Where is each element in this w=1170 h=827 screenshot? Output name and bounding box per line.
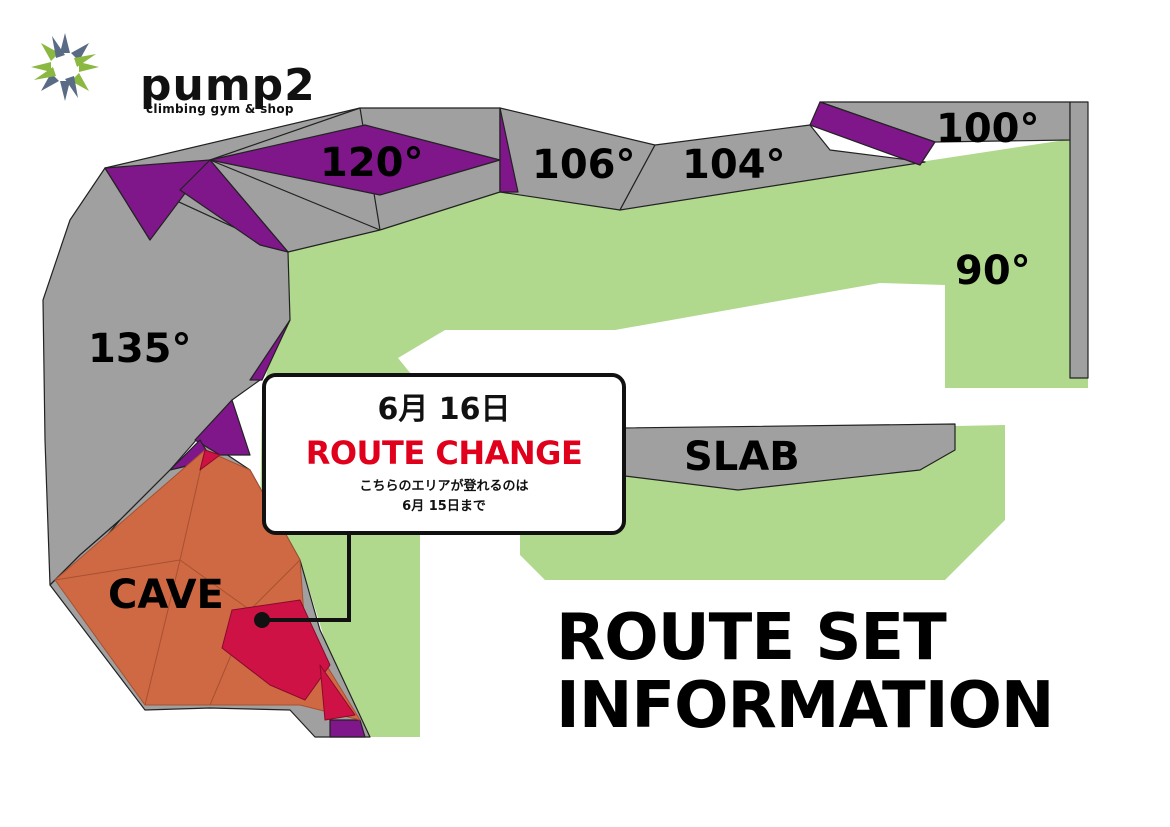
- brand-logo: pump2 climbing gym & shop: [28, 30, 368, 116]
- wall-labels: 120° 106° 104° 100° 90° 135° SLAB CAVE: [88, 106, 1040, 618]
- label-slab: SLAB: [684, 434, 800, 480]
- heading-line-1: ROUTE SET: [556, 601, 947, 675]
- heading-line-2: INFORMATION: [556, 669, 1054, 743]
- notice-body: こちらのエリアが登れるのは 6月 15日まで: [266, 477, 622, 517]
- brand-name: pump2: [140, 60, 316, 111]
- label-104: 104°: [682, 142, 786, 188]
- wall-104: [619, 124, 926, 211]
- starburst-icon: [31, 33, 99, 101]
- brand-tagline: climbing gym & shop: [146, 102, 294, 116]
- notice-title: ROUTE CHANGE: [305, 434, 583, 472]
- page-heading: ROUTE SET INFORMATION: [556, 601, 1054, 743]
- label-90: 90°: [955, 248, 1031, 294]
- wall-panels: [42, 101, 1089, 738]
- accent-panels: [104, 101, 936, 738]
- notice-leader: [254, 535, 351, 628]
- wall-90: [1069, 101, 1089, 379]
- notice-date: 6月 16日: [377, 392, 511, 427]
- change-panels: [199, 449, 356, 721]
- label-135: 135°: [88, 326, 192, 372]
- label-100: 100°: [936, 106, 1040, 152]
- label-106: 106°: [532, 142, 636, 188]
- label-cave: CAVE: [108, 572, 224, 618]
- route-change-notice: 6月 16日 ROUTE CHANGE こちらのエリアが登れるのは 6月 15日…: [262, 373, 626, 535]
- notice-line-2: 6月 15日まで: [402, 499, 486, 514]
- notice-line-1: こちらのエリアが登れるのは: [359, 479, 529, 494]
- label-120: 120°: [320, 140, 424, 186]
